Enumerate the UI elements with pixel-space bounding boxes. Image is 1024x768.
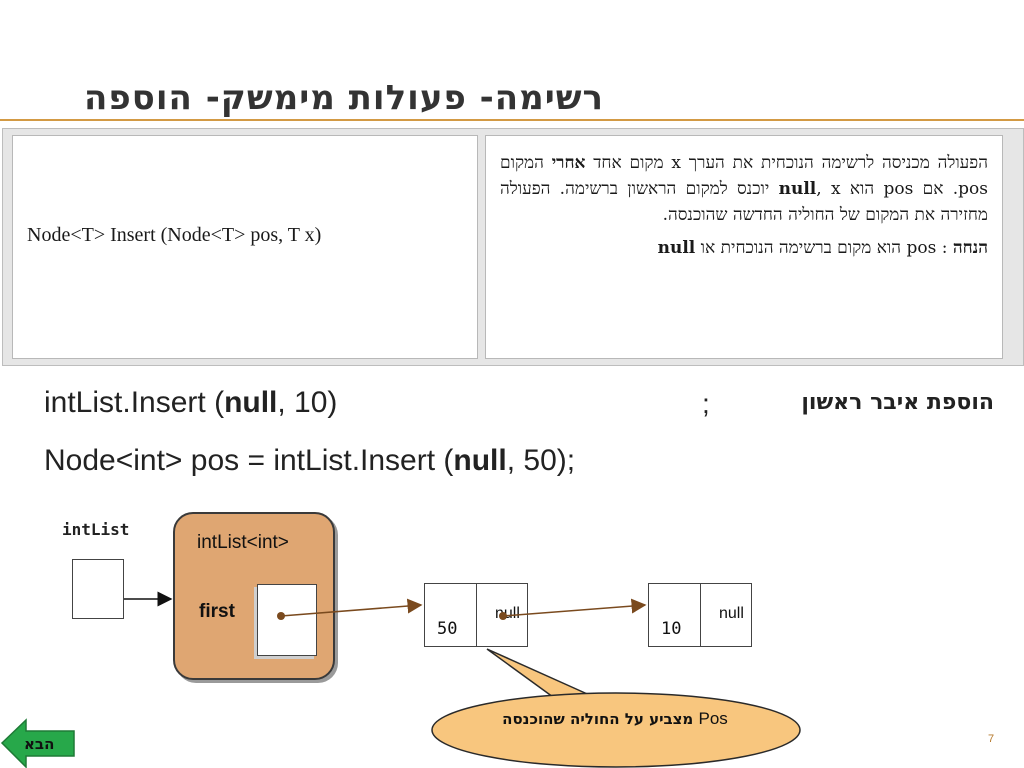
code-semicolon: ; [702, 388, 710, 419]
callout-body: מצביע על החוליה שהוכנסה [502, 710, 699, 728]
next-button[interactable]: הבא [24, 735, 55, 753]
assumption-text: pos הוא מקום ברשימה הנוכחית או [695, 238, 937, 258]
title-underline [0, 119, 1024, 121]
desc-after-bold: אחרי [551, 153, 586, 173]
code-line-2: Node<int> pos = intList.Insert (null, 50… [44, 444, 575, 478]
variable-box [72, 559, 124, 619]
description-paragraph: הפעולה מכניסה לרשימה הנוכחית את הערך x מ… [500, 150, 988, 228]
method-signature: Node<T> Insert (Node<T> pos, T x) [27, 224, 322, 246]
desc-null-bold: null [778, 179, 817, 199]
code2-null: null [453, 444, 507, 477]
first-pointer-arrow [280, 598, 423, 617]
object-title: intList<int> [197, 532, 289, 553]
field-label-first: first [199, 601, 235, 622]
desc-text-2: המקום pos. אם pos הוא [500, 153, 988, 199]
variable-label: intList [62, 520, 130, 539]
assumption-paragraph: הנחה : pos הוא מקום ברשימה הנוכחית או nu… [500, 235, 988, 261]
slide-title: רשימה- פעולות מימשק- הוספה [84, 78, 604, 118]
code2-part-b: , 50); [506, 444, 576, 477]
desc-text-3: , x יוכנס למקום הראשון ברשימה. הפעולה מח… [500, 179, 988, 225]
assumption-null: null [657, 238, 696, 258]
next-arrow-icon[interactable] [0, 718, 75, 768]
assumption-label: הנחה [952, 238, 988, 258]
callout-text: Pos מצביע על החוליה שהוכנסה [470, 705, 760, 733]
callout-tail [486, 648, 595, 698]
field-box-first [257, 584, 317, 656]
page-number: 7 [988, 733, 995, 745]
list-object: intList<int> first [173, 512, 335, 680]
code1-null: null [224, 386, 278, 419]
spec-table: Node<T> Insert (Node<T> pos, T x) הפעולה… [2, 128, 1024, 366]
next-pointer-arrow [502, 598, 647, 617]
callout-bubble [431, 692, 801, 768]
callout-pos: Pos [698, 709, 728, 728]
method-description: הפעולה מכניסה לרשימה הנוכחית את הערך x מ… [500, 150, 988, 261]
list-node-2: 10 null [648, 583, 752, 647]
assumption-sep: : [936, 238, 953, 258]
hebrew-comment: הוספת איבר ראשון [801, 390, 994, 415]
code2-part-a: Node<int> pos = intList.Insert ( [44, 444, 454, 477]
node-value: 10 [661, 619, 682, 639]
node-next-null: null [719, 605, 744, 622]
code1-part-b: , 10) [277, 386, 338, 419]
desc-text-1: הפעולה מכניסה לרשימה הנוכחית את הערך x מ… [585, 153, 988, 173]
node-divider [700, 584, 701, 646]
description-cell: הפעולה מכניסה לרשימה הנוכחית את הערך x מ… [485, 135, 1003, 359]
node-divider [476, 584, 477, 646]
signature-cell: Node<T> Insert (Node<T> pos, T x) [12, 135, 478, 359]
code-line-1: intList.Insert (null, 10) [44, 386, 337, 420]
code1-part-a: intList.Insert ( [44, 386, 225, 419]
node-value: 50 [437, 619, 458, 639]
